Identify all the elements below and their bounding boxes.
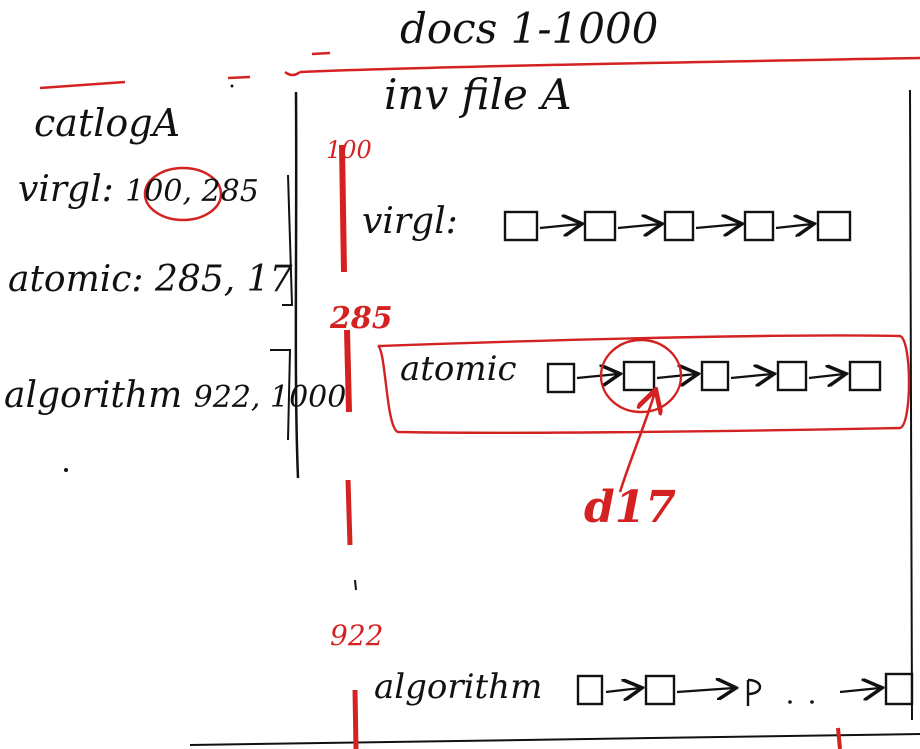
inv-sep: : (445, 201, 458, 242)
marker-label-922: 922 (330, 619, 384, 652)
stray-tick (354, 579, 357, 591)
catalog-sep: : (101, 169, 114, 210)
catalog-entry-atomic: atomic: 285, 17 (8, 262, 292, 298)
marker-bar-100 (339, 144, 347, 273)
marker-label-100: 100 (326, 136, 372, 164)
inv-term: algorithm (374, 667, 543, 707)
frame-left-line (294, 91, 300, 479)
header-title: docs 1-1000 (400, 4, 659, 53)
catalog-entry-algorithm: algorithm 922, 1000 (4, 378, 346, 414)
marker-bar-285 (344, 329, 352, 413)
dash-1 (227, 75, 251, 80)
posting-list-atomic (546, 360, 882, 394)
inv-term: atomic (400, 349, 517, 389)
catalog-strike (39, 80, 126, 90)
stray-dot-1 (64, 468, 68, 472)
d17-arrow (618, 392, 655, 493)
posting-list-algorithm (576, 672, 914, 706)
catalog-term: atomic (8, 259, 132, 300)
frame-right-line (909, 89, 913, 721)
catalog-values: 922, 1000 (193, 380, 347, 415)
posting-list-virgl (503, 210, 852, 242)
catalog-title: catlogA (34, 101, 181, 145)
header-underline (299, 56, 920, 74)
header-subtitle: inv file A (384, 70, 572, 119)
annotation-d17: d17 (584, 482, 676, 533)
stray-dot-2 (230, 84, 234, 88)
marker-tick-bottom-right (836, 727, 842, 749)
inv-term: virgl (362, 201, 446, 242)
catalog-term: algorithm (4, 375, 183, 416)
catalog-values: 100, 285 (125, 174, 259, 209)
inv-term-algorithm: algorithm (374, 670, 542, 704)
catalog-bracket-2 (270, 349, 292, 441)
inv-term-virgl: virgl: (362, 204, 458, 240)
dash-2 (284, 70, 301, 77)
catalog-sep: : (131, 259, 144, 300)
catalog-values: 285, 17 (155, 259, 293, 300)
atomic-row-box (373, 334, 911, 434)
catalog-bracket (282, 174, 294, 306)
dash-3 (311, 51, 331, 56)
inv-term-atomic: atomic (400, 352, 517, 386)
catalog-term: virgl (18, 169, 102, 210)
frame-bottom-line (189, 733, 920, 746)
marker-bar-mid (345, 479, 353, 546)
marker-label-285: 285 (330, 301, 393, 336)
catalog-circle-100 (143, 166, 223, 222)
catalog-entry-virgl: virgl: 100, 285 (18, 172, 259, 208)
marker-bar-922 (352, 689, 359, 749)
